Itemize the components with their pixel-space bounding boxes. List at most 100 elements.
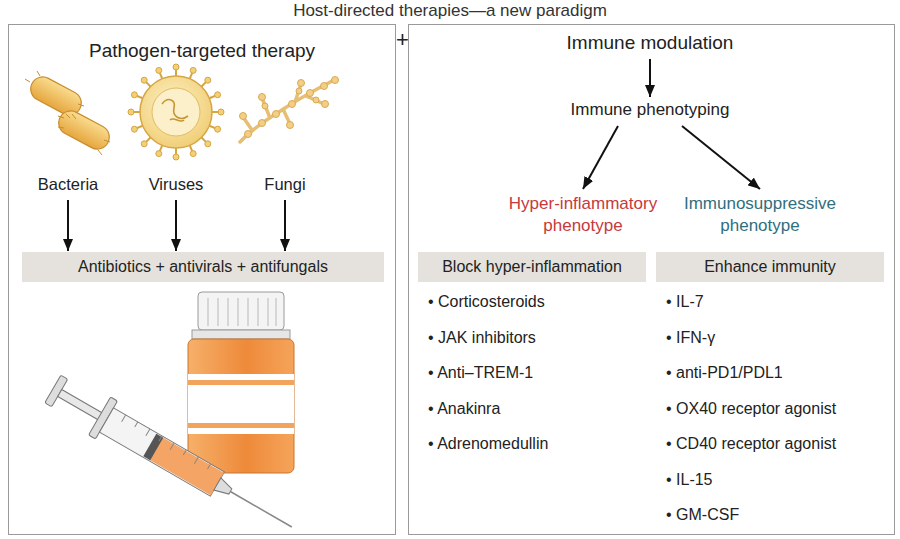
bullet-item: • IL-7: [666, 292, 704, 312]
node-text: Immunosuppressive phenotype: [680, 193, 840, 237]
pill-bottle-part: [188, 380, 294, 385]
node-text: Pathogen-targeted therapy: [9, 40, 395, 62]
fungi-illustration-part-part: [273, 111, 280, 118]
node-text: Enhance immunity: [704, 258, 836, 276]
step-label: Immune modulation: [560, 30, 740, 56]
virus-illustration-part-part: [128, 109, 134, 115]
syringe-part: [122, 415, 211, 471]
flow-arrow: [583, 126, 618, 189]
category-band: Enhance immunity: [656, 252, 884, 282]
fungi-illustration-part-part: [322, 101, 329, 108]
virus-illustration-part-part: [205, 141, 211, 147]
virus-illustration-part-part: [190, 151, 196, 157]
organism-item: Fungi: [240, 72, 330, 194]
organism-item: Bacteria: [23, 72, 113, 194]
step-label: Hyper-inflammatory phenotype: [503, 190, 663, 240]
panel-box: Immune modulationImmune phenotypingHyper…: [408, 24, 895, 535]
category-band: Antibiotics + antivirals + antifungals: [22, 252, 384, 282]
virus-illustration-part: [162, 100, 188, 122]
bullet-item: • GM-CSF: [666, 505, 739, 525]
node-text: Bacteria: [38, 174, 99, 194]
fungi-illustration-part-part: [332, 77, 339, 84]
node-text: Immune modulation: [567, 32, 734, 54]
fungi-illustration-part-part: [307, 90, 314, 97]
flow-arrow: [682, 126, 760, 189]
fungi-illustration-part-part: [262, 103, 268, 109]
fungi-illustration-part-part: [289, 101, 296, 108]
virus-illustration-part-part: [215, 92, 221, 98]
bacteria-illustration-part: [55, 107, 114, 154]
fungi-illustration-part-part: [240, 113, 247, 120]
virus-illustration-part: [140, 76, 212, 148]
pill-bottle-part: [192, 330, 290, 339]
virus-illustration-part: [132, 68, 220, 156]
flow-arrow: [284, 200, 286, 251]
pill-bottle-part: [198, 292, 284, 330]
node-text: Antibiotics + antivirals + antifungals: [78, 258, 328, 276]
virus-illustration-part-part: [173, 64, 179, 70]
virus-illustration-part-part: [156, 151, 162, 157]
syringe-part: [214, 478, 234, 498]
plus-sign: +: [396, 30, 408, 50]
virus-illustration-part: [128, 64, 224, 160]
pill-bottle-part: [188, 339, 294, 473]
fungi-illustration-part-part: [245, 131, 252, 138]
fungi-illustration-part: [240, 80, 334, 142]
virus-illustration: [128, 64, 224, 160]
panel-box: Pathogen-targeted therapyBacteria Viruses…: [8, 24, 396, 535]
step-label: Immune phenotyping: [560, 98, 740, 122]
fungi-illustration-part-part: [296, 88, 302, 94]
node-text: Fungi: [264, 174, 305, 194]
bullet-item: • OX40 receptor agonist: [666, 399, 836, 419]
node-text: Block hyper-inflammation: [442, 258, 622, 276]
bacteria-illustration-part: [25, 71, 110, 155]
bullet-item: • IFN-γ: [666, 328, 715, 348]
flow-arrow: [649, 59, 651, 97]
node-text: Immune phenotyping: [571, 99, 730, 121]
fungi-illustration-part: [240, 77, 339, 138]
organism-item: Viruses: [131, 68, 221, 194]
virus-illustration-part-part: [141, 77, 147, 83]
virus-illustration-part-part: [141, 141, 147, 147]
bullet-item: • Anti–TREM-1: [428, 363, 533, 383]
syringe-part: [148, 437, 223, 496]
bullet-item: • Anakinra: [428, 399, 500, 419]
node-text: Viruses: [149, 174, 204, 194]
syringe-part: [230, 492, 291, 528]
fungi-illustration-part-part: [259, 94, 266, 101]
category-band: Block hyper-inflammation: [418, 252, 646, 282]
virus-illustration-part-part: [131, 92, 137, 98]
virus-illustration-part-part: [190, 67, 196, 73]
fungi-illustration-part-part: [321, 83, 328, 90]
bacteria-illustration: [25, 71, 113, 155]
bullet-item: • IL-15: [666, 470, 713, 490]
pill-bottle-part: [188, 423, 294, 428]
virus-illustration-part-part: [156, 67, 162, 73]
fungi-illustration-part-part: [298, 80, 305, 87]
bullet-item: • anti-PD1/PDL1: [666, 363, 783, 383]
pill-bottle-part: [208, 298, 276, 326]
virus-illustration-part-part: [173, 154, 179, 160]
fungi-illustration: [240, 77, 339, 143]
flow-arrow: [67, 200, 69, 251]
bullet-item: • Corticosteroids: [428, 292, 545, 312]
virus-illustration-part-part: [205, 77, 211, 83]
syringe-part: [99, 408, 224, 496]
fungi-illustration-part-part: [287, 122, 294, 129]
syringe: [42, 370, 303, 539]
flow-arrow: [175, 200, 177, 251]
pill-bottle-part: [188, 374, 294, 434]
virus-illustration-part: [152, 88, 200, 136]
step-label: Immunosuppressive phenotype: [680, 190, 840, 240]
virus-illustration-part-part: [215, 126, 221, 132]
syringe-part: [143, 434, 163, 461]
bullet-item: • Adrenomedullin: [428, 434, 548, 454]
node-text: Hyper-inflammatory phenotype: [503, 193, 663, 237]
bullet-item: • JAK inhibitors: [428, 328, 536, 348]
fungi-illustration-part-part: [313, 97, 319, 103]
virus-illustration-part-part: [131, 126, 137, 132]
fungi-illustration-part-part: [259, 120, 266, 127]
